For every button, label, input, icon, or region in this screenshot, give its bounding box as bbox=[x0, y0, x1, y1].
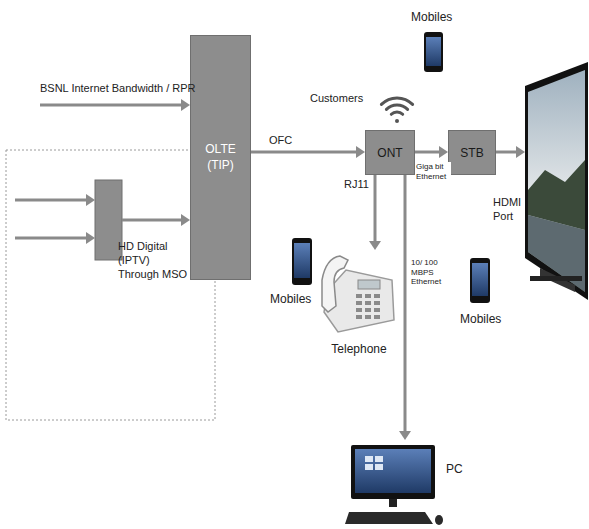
mobiles-label: Mobiles bbox=[411, 10, 452, 25]
connector-label: 10/ 100 MBPS Ethernet bbox=[410, 258, 456, 287]
box-label: OLTE (TIP) bbox=[191, 142, 250, 173]
stb-box: STB bbox=[448, 130, 496, 175]
mobile-phone bbox=[292, 238, 312, 285]
connector-arrow bbox=[399, 175, 411, 440]
telephone-device: Telephone bbox=[318, 250, 400, 360]
tv-set bbox=[525, 62, 588, 300]
connector-arrow bbox=[251, 146, 365, 158]
pc-device: PC bbox=[345, 440, 470, 527]
mobile-phone bbox=[470, 258, 490, 303]
input-arrows bbox=[15, 99, 525, 244]
region-outline bbox=[6, 150, 215, 420]
connector-label: RJ11 bbox=[343, 178, 370, 191]
box-label: ONT bbox=[377, 146, 402, 160]
device-label: PC bbox=[446, 462, 463, 476]
pc-symbol bbox=[345, 440, 445, 527]
connector-arrow bbox=[369, 175, 381, 250]
combiner-box bbox=[95, 180, 122, 260]
input-label: HD Digital (IPTV) Through MSO bbox=[118, 240, 190, 281]
input-label: BSNL Internet Bandwidth / RPR bbox=[40, 82, 196, 96]
connector-arrow bbox=[415, 146, 448, 158]
mobiles-label: Mobiles bbox=[460, 312, 501, 327]
connector-label: Giga bit Ethernet bbox=[415, 162, 451, 181]
box-label: STB bbox=[460, 146, 483, 160]
device-label: Telephone bbox=[318, 342, 400, 356]
mobile-phone bbox=[424, 32, 443, 72]
customers-label: Customers bbox=[310, 92, 363, 106]
connector-label: OFC bbox=[268, 134, 293, 147]
mobiles-label: Mobiles bbox=[270, 292, 311, 307]
wifi-symbol bbox=[381, 98, 412, 123]
olt-box: OLTE (TIP) bbox=[190, 35, 251, 280]
telephone-symbol bbox=[318, 250, 400, 338]
port-label: HDMI Port bbox=[493, 196, 527, 224]
ont-box: ONT bbox=[365, 130, 415, 175]
